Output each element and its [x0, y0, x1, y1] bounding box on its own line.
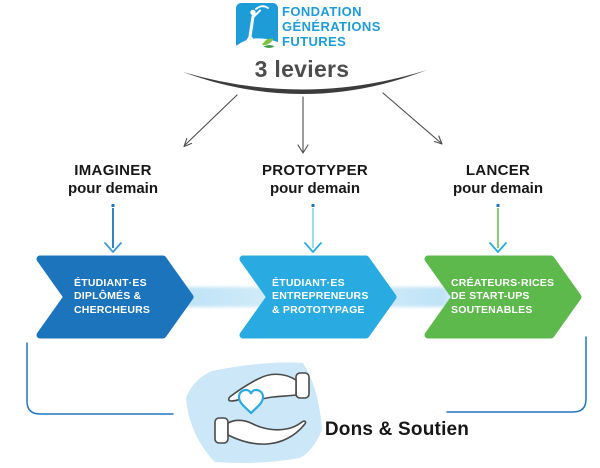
chevron-shape — [239, 255, 397, 339]
branch-arrow-mid-head — [297, 144, 309, 154]
down-arrow-icon — [489, 204, 507, 253]
branch-arrow-right-head — [433, 135, 443, 145]
chevron-label-line: ÉTUDIANT·ES — [74, 277, 147, 289]
chevron-label-line: ÉTUDIANT·ES — [272, 277, 345, 289]
chevron-label-1: ÉTUDIANT·ES DIPLÔMÉS & CHERCHEURS — [74, 277, 178, 317]
bracket-left — [26, 342, 174, 415]
column-subtitle: pour demain — [452, 180, 543, 197]
column-title: PROTOTYPER — [261, 162, 369, 179]
logo-leaf-dark — [263, 45, 275, 48]
logo-figure-arm — [251, 9, 261, 19]
branch-arrow-left-head — [183, 137, 193, 148]
arrow-head — [104, 242, 122, 253]
logo-wordmark-line3: FUTURES — [282, 34, 347, 49]
diagram-title: 3 leviers — [254, 56, 350, 82]
logo-wordmark: FONDATION GÉNÉRATIONS FUTURES — [282, 4, 381, 49]
chevron-label-line: SOUTENABLES — [451, 303, 533, 316]
chevron-shape — [36, 255, 194, 339]
logo-figure-swoosh — [255, 5, 269, 10]
chevron-box-1 — [36, 255, 194, 339]
arrow-dot — [311, 204, 315, 207]
bottom-hand — [227, 419, 307, 445]
column-subtitle: pour demain — [269, 180, 360, 197]
column-header-lancer: LANCER pour demain — [418, 162, 578, 197]
chevron-label-line: & PROTOTYPAGE — [272, 303, 365, 316]
chevron-label-line: CRÉATEURS·RICES — [451, 277, 555, 289]
arc-swoosh — [183, 70, 427, 95]
chevron-box-2 — [239, 255, 397, 339]
down-arrow-icon — [304, 204, 322, 253]
support-brackets — [26, 336, 587, 415]
arrow-head — [304, 242, 322, 253]
column-subtitle: pour demain — [67, 180, 158, 197]
logo-wordmark-line2: GÉNÉRATIONS — [282, 19, 381, 34]
logo-figure-legs — [245, 35, 256, 43]
column-title: IMAGINER — [74, 162, 152, 179]
logo-square — [236, 3, 278, 49]
chevron-label-line: ENTREPRENEURS — [272, 290, 369, 303]
chevron-fill — [424, 255, 582, 339]
chevron-label-3: CRÉATEURS·RICES DE START-UPS SOUTENABLES — [451, 277, 555, 317]
hands-holding-heart-icon — [186, 362, 322, 463]
arrow-dot — [496, 204, 500, 207]
top-hand-cuff — [295, 372, 310, 399]
chevron-fill — [239, 255, 397, 339]
branch-arrows — [183, 92, 443, 154]
column-header-imaginer: IMAGINER pour demain — [33, 162, 193, 197]
branch-arrow-right-line — [382, 92, 442, 144]
bracket-right — [446, 336, 587, 413]
logo-leaf-light — [262, 38, 274, 46]
chevron-label-line: DIPLÔMÉS & — [74, 290, 142, 303]
donations-label: Dons & Soutien — [324, 419, 470, 440]
chevron-label-line: CHERCHEURS — [74, 303, 151, 316]
chevron-box-3 — [424, 255, 582, 339]
down-arrow-icon — [104, 204, 122, 253]
chevron-label-line: DE START-UPS — [451, 290, 530, 303]
bottom-hand-cuff — [214, 417, 229, 444]
column-header-prototyper: PROTOTYPER pour demain — [235, 162, 395, 197]
arrow-head — [489, 242, 507, 253]
chevron-label-2: ÉTUDIANT·ES ENTREPRENEURS & PROTOTYPAGE — [272, 277, 376, 317]
logo-figure-head — [250, 9, 256, 16]
foundation-logo-icon — [236, 3, 278, 49]
branch-arrow-left-line — [184, 94, 238, 146]
arrow-dot — [111, 204, 115, 207]
chevron-shape — [424, 255, 582, 339]
heart-icon — [237, 388, 265, 415]
column-title: LANCER — [465, 162, 531, 179]
logo-wordmark-line1: FONDATION — [282, 4, 362, 19]
chevron-fill — [36, 255, 194, 339]
